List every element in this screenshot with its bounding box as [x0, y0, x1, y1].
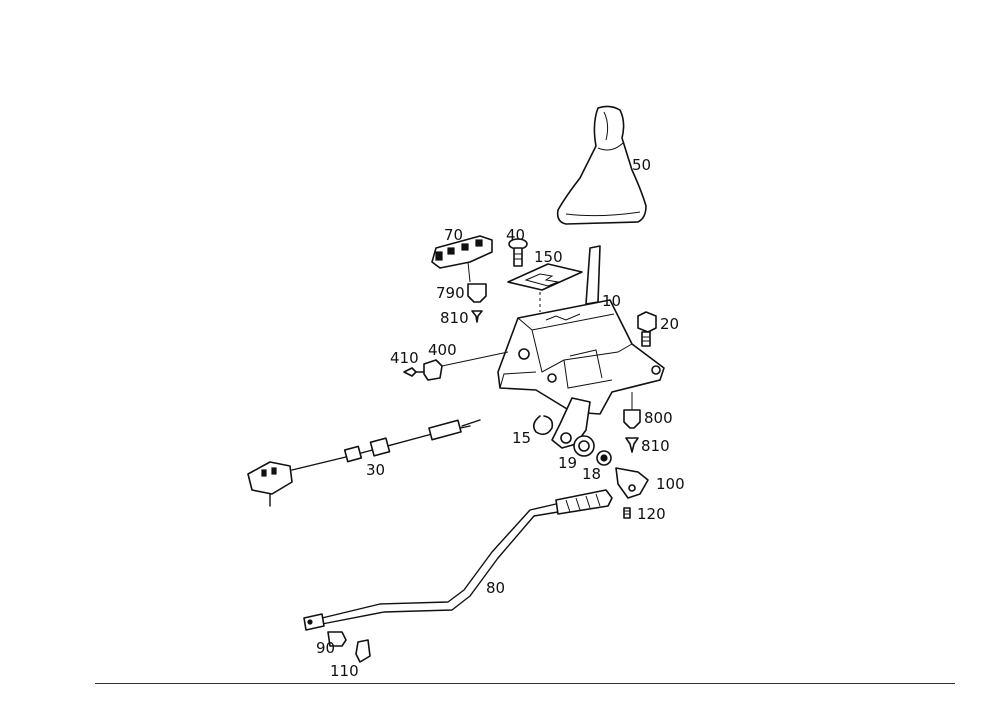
- bottom-divider: [95, 683, 955, 684]
- label-800: 800: [644, 409, 673, 427]
- screw-410-part: [403, 367, 425, 377]
- label-110: 110: [330, 662, 359, 680]
- screw-810-upper-part: [471, 310, 483, 323]
- nut-400-part: [423, 351, 509, 381]
- label-410: 410: [390, 349, 419, 367]
- label-100: 100: [656, 475, 685, 493]
- screw-810-lower-part: [625, 437, 639, 453]
- shift-rod-80-part: [303, 489, 613, 631]
- lever-100-part: [615, 467, 649, 499]
- circlip-15-part: [532, 415, 554, 436]
- label-15: 15: [512, 429, 531, 447]
- label-20: 20: [660, 315, 679, 333]
- shifter-housing-part: [497, 245, 665, 449]
- bolt-40-part: [508, 238, 528, 267]
- label-150: 150: [534, 248, 563, 266]
- label-790: 790: [436, 284, 465, 302]
- spring-120-part: [623, 507, 631, 519]
- label-70: 70: [444, 226, 463, 244]
- label-400: 400: [428, 341, 457, 359]
- bush-19-part: [573, 435, 595, 457]
- bolt-20-part: [637, 311, 657, 347]
- label-30: 30: [366, 461, 385, 479]
- label-10: 10: [602, 292, 621, 310]
- bush-18-part: [596, 450, 612, 466]
- shift-boot-part: [556, 105, 647, 225]
- clip-110-part: [355, 639, 371, 663]
- cable-30-part: [247, 419, 481, 507]
- label-19: 19: [558, 454, 577, 472]
- label-40: 40: [506, 226, 525, 244]
- label-810-lower: 810: [641, 437, 670, 455]
- switch-unit-part: [431, 235, 493, 283]
- label-18: 18: [582, 465, 601, 483]
- bush-90-part: [327, 631, 347, 647]
- label-810-upper: 810: [440, 309, 469, 327]
- label-120: 120: [637, 505, 666, 523]
- clip-790-part: [467, 283, 487, 303]
- label-90: 90: [316, 639, 335, 657]
- gate-plate-part: [507, 263, 583, 312]
- label-80: 80: [486, 579, 505, 597]
- label-50: 50: [632, 156, 651, 174]
- clip-800-part: [623, 392, 641, 429]
